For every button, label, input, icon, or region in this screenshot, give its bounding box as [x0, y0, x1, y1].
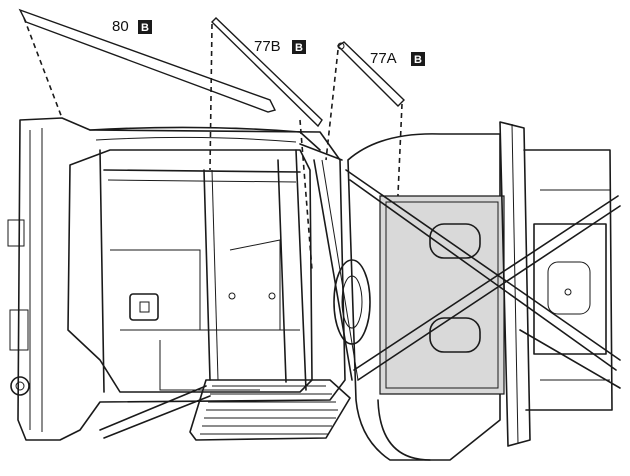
callout-80-badge-letter: B [141, 22, 149, 34]
leader-lines [23, 17, 403, 331]
callout-77a-badge-letter: B [414, 54, 422, 66]
rod-77b [211, 17, 323, 128]
rod-77a [336, 41, 405, 107]
callout-77b-number: 77B [254, 38, 281, 55]
callout-77a-badge [411, 52, 425, 66]
door-lock-icon [129, 293, 159, 321]
cab-frame [7, 117, 346, 441]
callout-77b-badge-letter: B [295, 42, 303, 54]
callout-80-badge [138, 20, 152, 34]
callout-77b: 77B B [254, 38, 306, 55]
callout-77a: 77A B [370, 50, 425, 67]
cross-bracing [299, 143, 621, 389]
callout-80: 80 B [112, 18, 152, 35]
callout-77a-number: 77A [370, 50, 397, 67]
callout-77b-badge [292, 40, 306, 54]
callout-80-number: 80 [112, 18, 129, 35]
step-grating [99, 379, 351, 441]
